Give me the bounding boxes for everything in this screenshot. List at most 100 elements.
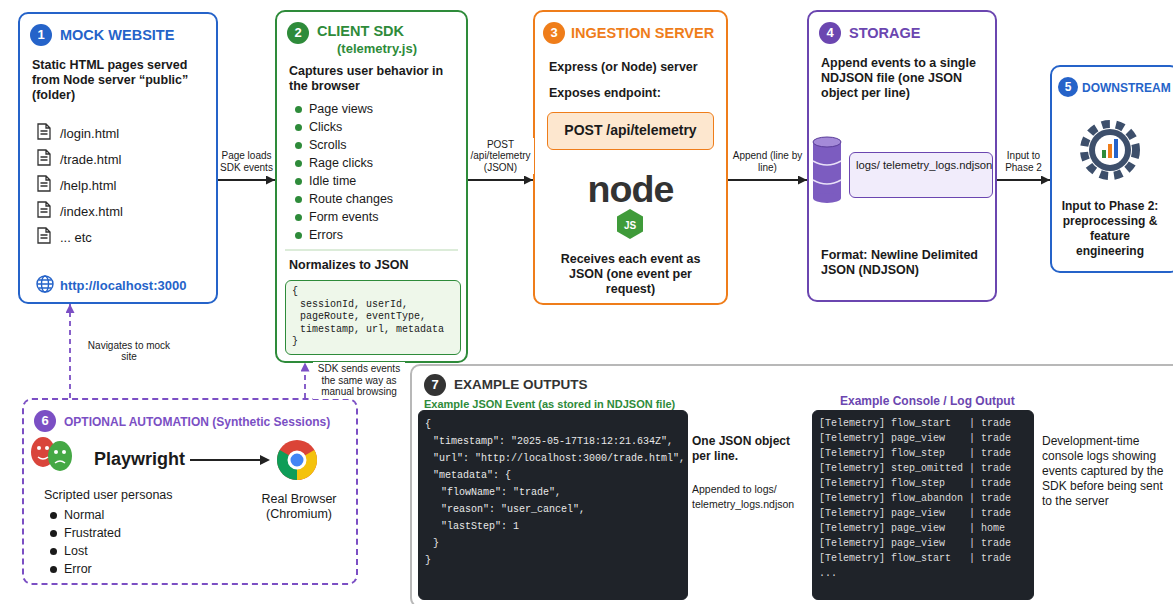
console-line: [Telemetry] flow_start | trade bbox=[819, 551, 1027, 566]
box-heading: DOWNSTREAM bbox=[1082, 80, 1171, 96]
server-box: 3 INGESTION SERVER Express (or Node) serve… bbox=[533, 10, 728, 305]
gear-icon bbox=[1114, 139, 1118, 158]
box-heading: CLIENT SDK bbox=[317, 22, 404, 40]
gear-icon bbox=[1108, 144, 1112, 158]
bullet-item: Rage clicks bbox=[309, 156, 373, 171]
console-line: [Telemetry] step_omitted | trade bbox=[819, 461, 1027, 476]
step-badge: 3 bbox=[543, 22, 565, 44]
console-line: [Telemetry] flow_step | trade bbox=[819, 476, 1027, 491]
console-line: [Telemetry] flow_abandon | trade bbox=[819, 491, 1027, 506]
file-icon bbox=[38, 228, 50, 243]
flow-arrow bbox=[190, 459, 262, 461]
code-line: "flowName": "trade", bbox=[425, 484, 681, 501]
step-badge: 4 bbox=[819, 22, 841, 44]
console-line: [Telemetry] page_view | home bbox=[819, 521, 1027, 536]
url-text: http://localhost:3000 bbox=[60, 278, 186, 293]
connector-label: Navigates to mock site bbox=[78, 339, 180, 364]
database-icon bbox=[813, 137, 841, 147]
divider-line bbox=[285, 249, 458, 250]
downstream-box: 5DOWNSTREAMInput to Phase 2: preprocessi… bbox=[1050, 65, 1173, 273]
code-line: "reason": "user_cancel", bbox=[425, 501, 681, 518]
code-line: "timestamp": "2025-05-17T18:12:21.634Z", bbox=[425, 433, 681, 450]
code-line: "url": "http://localhost:3000/trade.html… bbox=[425, 450, 681, 467]
file-name: /index.html bbox=[60, 204, 123, 219]
console-box: [Telemetry] flow_start | trade[Telemetry… bbox=[812, 410, 1034, 600]
dashed-connector bbox=[69, 304, 71, 398]
endpoint-text: POST /api/telemetry bbox=[554, 118, 707, 142]
dashed-connector bbox=[304, 363, 306, 399]
box-heading: OPTIONAL AUTOMATION (Synthetic Sessions) bbox=[64, 413, 330, 431]
bullet-item: Lost bbox=[64, 544, 88, 559]
file-path: logs/ telemetry_logs.ndjson bbox=[856, 158, 986, 173]
code-line: } bbox=[425, 552, 681, 569]
chrome-logo bbox=[277, 440, 317, 480]
note-text: Development-time console logs showing ev… bbox=[1042, 434, 1168, 509]
file-icon bbox=[38, 124, 50, 243]
code-line: { bbox=[425, 416, 681, 433]
bullet-item: Error bbox=[64, 562, 92, 577]
console-line: ... bbox=[819, 566, 1027, 581]
chrome-logo bbox=[277, 440, 317, 480]
globe-icon bbox=[37, 280, 53, 288]
box-heading: STORAGE bbox=[849, 24, 920, 42]
database-icon bbox=[813, 193, 841, 203]
file-name: /trade.html bbox=[60, 152, 121, 167]
code-line: } bbox=[425, 535, 681, 552]
outputs-panel: 7EXAMPLE OUTPUTSExample JSON Event (as s… bbox=[410, 364, 1173, 604]
gear-icon bbox=[1084, 124, 1136, 176]
code-line: "lastStep": 1 bbox=[425, 518, 681, 535]
json-code-box: {"timestamp": "2025-05-17T18:12:21.634Z"… bbox=[418, 410, 688, 600]
file-icon bbox=[38, 150, 50, 165]
gear-icon bbox=[1084, 124, 1136, 176]
storage-box: 4 STORAGE Append events to a single NDJSON… bbox=[807, 10, 997, 302]
chrome-logo bbox=[289, 452, 305, 468]
bullet-item: Clicks bbox=[309, 120, 342, 135]
schema-box: {sessionId, userId, pageRoute, eventType… bbox=[285, 280, 461, 355]
panel-heading: Example JSON Event (as stored in NDJSON … bbox=[424, 397, 675, 412]
playwright-logo bbox=[38, 457, 65, 463]
file-icon bbox=[38, 176, 50, 191]
flow-arrow bbox=[260, 455, 270, 465]
code-line: "metadata": { bbox=[425, 467, 681, 484]
playwright-logo bbox=[45, 446, 49, 450]
file-name: ... etc bbox=[60, 230, 92, 245]
panel-heading: Example Console / Log Output bbox=[840, 394, 1015, 409]
code-line: } bbox=[292, 336, 454, 349]
flow-arrow bbox=[218, 179, 275, 181]
endpoint-box: POST /api/telemetry bbox=[547, 112, 714, 150]
step-badge: 1 bbox=[30, 24, 52, 46]
body-text: Scripted user personas bbox=[44, 488, 173, 503]
body-text: Express (or Node) server bbox=[549, 60, 698, 75]
code-line: { bbox=[292, 286, 454, 299]
step-badge: 2 bbox=[287, 22, 309, 44]
body-text: Append events to a single NDJSON file (o… bbox=[821, 56, 987, 101]
database-icon bbox=[813, 137, 841, 203]
gear-icon bbox=[1089, 129, 1131, 171]
connector-label: Page loads SDK events bbox=[219, 149, 275, 174]
database-icon bbox=[813, 161, 841, 184]
connector-label: SDK sends events the same way as manual … bbox=[313, 362, 405, 399]
connector-label: Input to Phase 2 bbox=[998, 149, 1050, 174]
connector-label: Append (line by line) bbox=[731, 149, 805, 174]
note-text: One JSON object per line. bbox=[692, 434, 804, 464]
playwright-logo bbox=[62, 450, 66, 454]
gear-icon bbox=[1102, 150, 1106, 158]
flow-arrow bbox=[728, 179, 807, 181]
note-text: Appended to logs/ telemetry_logs.ndjson bbox=[692, 482, 808, 512]
console-line: [Telemetry] page_view | trade bbox=[819, 536, 1027, 551]
sdk-box: 2CLIENT SDK(telemetry.js)Captures user b… bbox=[275, 10, 468, 363]
box-heading: MOCK WEBSITE bbox=[60, 26, 174, 44]
file-name: /login.html bbox=[60, 126, 119, 141]
website-box: 1MOCK WEBSITEStatic HTML pages served fr… bbox=[18, 12, 218, 304]
console-line: [Telemetry] flow_step | trade bbox=[819, 446, 1027, 461]
flow-arrow bbox=[190, 455, 270, 465]
body-text: Receives each event as JSON (one event p… bbox=[547, 252, 714, 297]
gear-icon bbox=[1095, 135, 1125, 165]
flow-arrow bbox=[468, 179, 533, 181]
file-icon bbox=[38, 202, 50, 217]
logo-text: JS bbox=[615, 219, 645, 233]
body-text: Normalizes to JSON bbox=[289, 258, 408, 273]
box-heading: INGESTION SERVER bbox=[571, 24, 714, 42]
file-name: /help.html bbox=[60, 178, 116, 193]
